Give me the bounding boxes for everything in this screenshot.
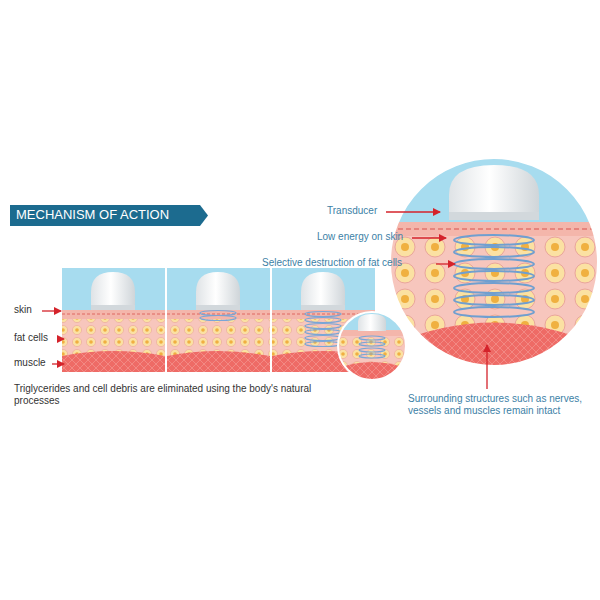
callout-label: Selective destruction of fat cells xyxy=(262,257,434,269)
layer-label: skin xyxy=(14,304,32,316)
caption-text: Triglycerides and cell debris are elimin… xyxy=(14,383,332,407)
layer-label: muscle xyxy=(14,357,46,369)
callout-label: Low energy on skin xyxy=(317,231,403,243)
layer-label: fat cells xyxy=(14,332,48,344)
leader-arrows xyxy=(42,212,487,389)
big-magnifier xyxy=(390,158,598,370)
panel-before xyxy=(62,268,165,372)
panel-contact xyxy=(167,268,270,372)
callout-label: Surrounding structures such as nerves, v… xyxy=(408,393,588,417)
title-banner xyxy=(10,205,208,226)
small-magnifier xyxy=(338,312,406,382)
title-text: MECHANISM OF ACTION xyxy=(16,207,169,223)
callout-label: Transducer xyxy=(327,205,377,217)
